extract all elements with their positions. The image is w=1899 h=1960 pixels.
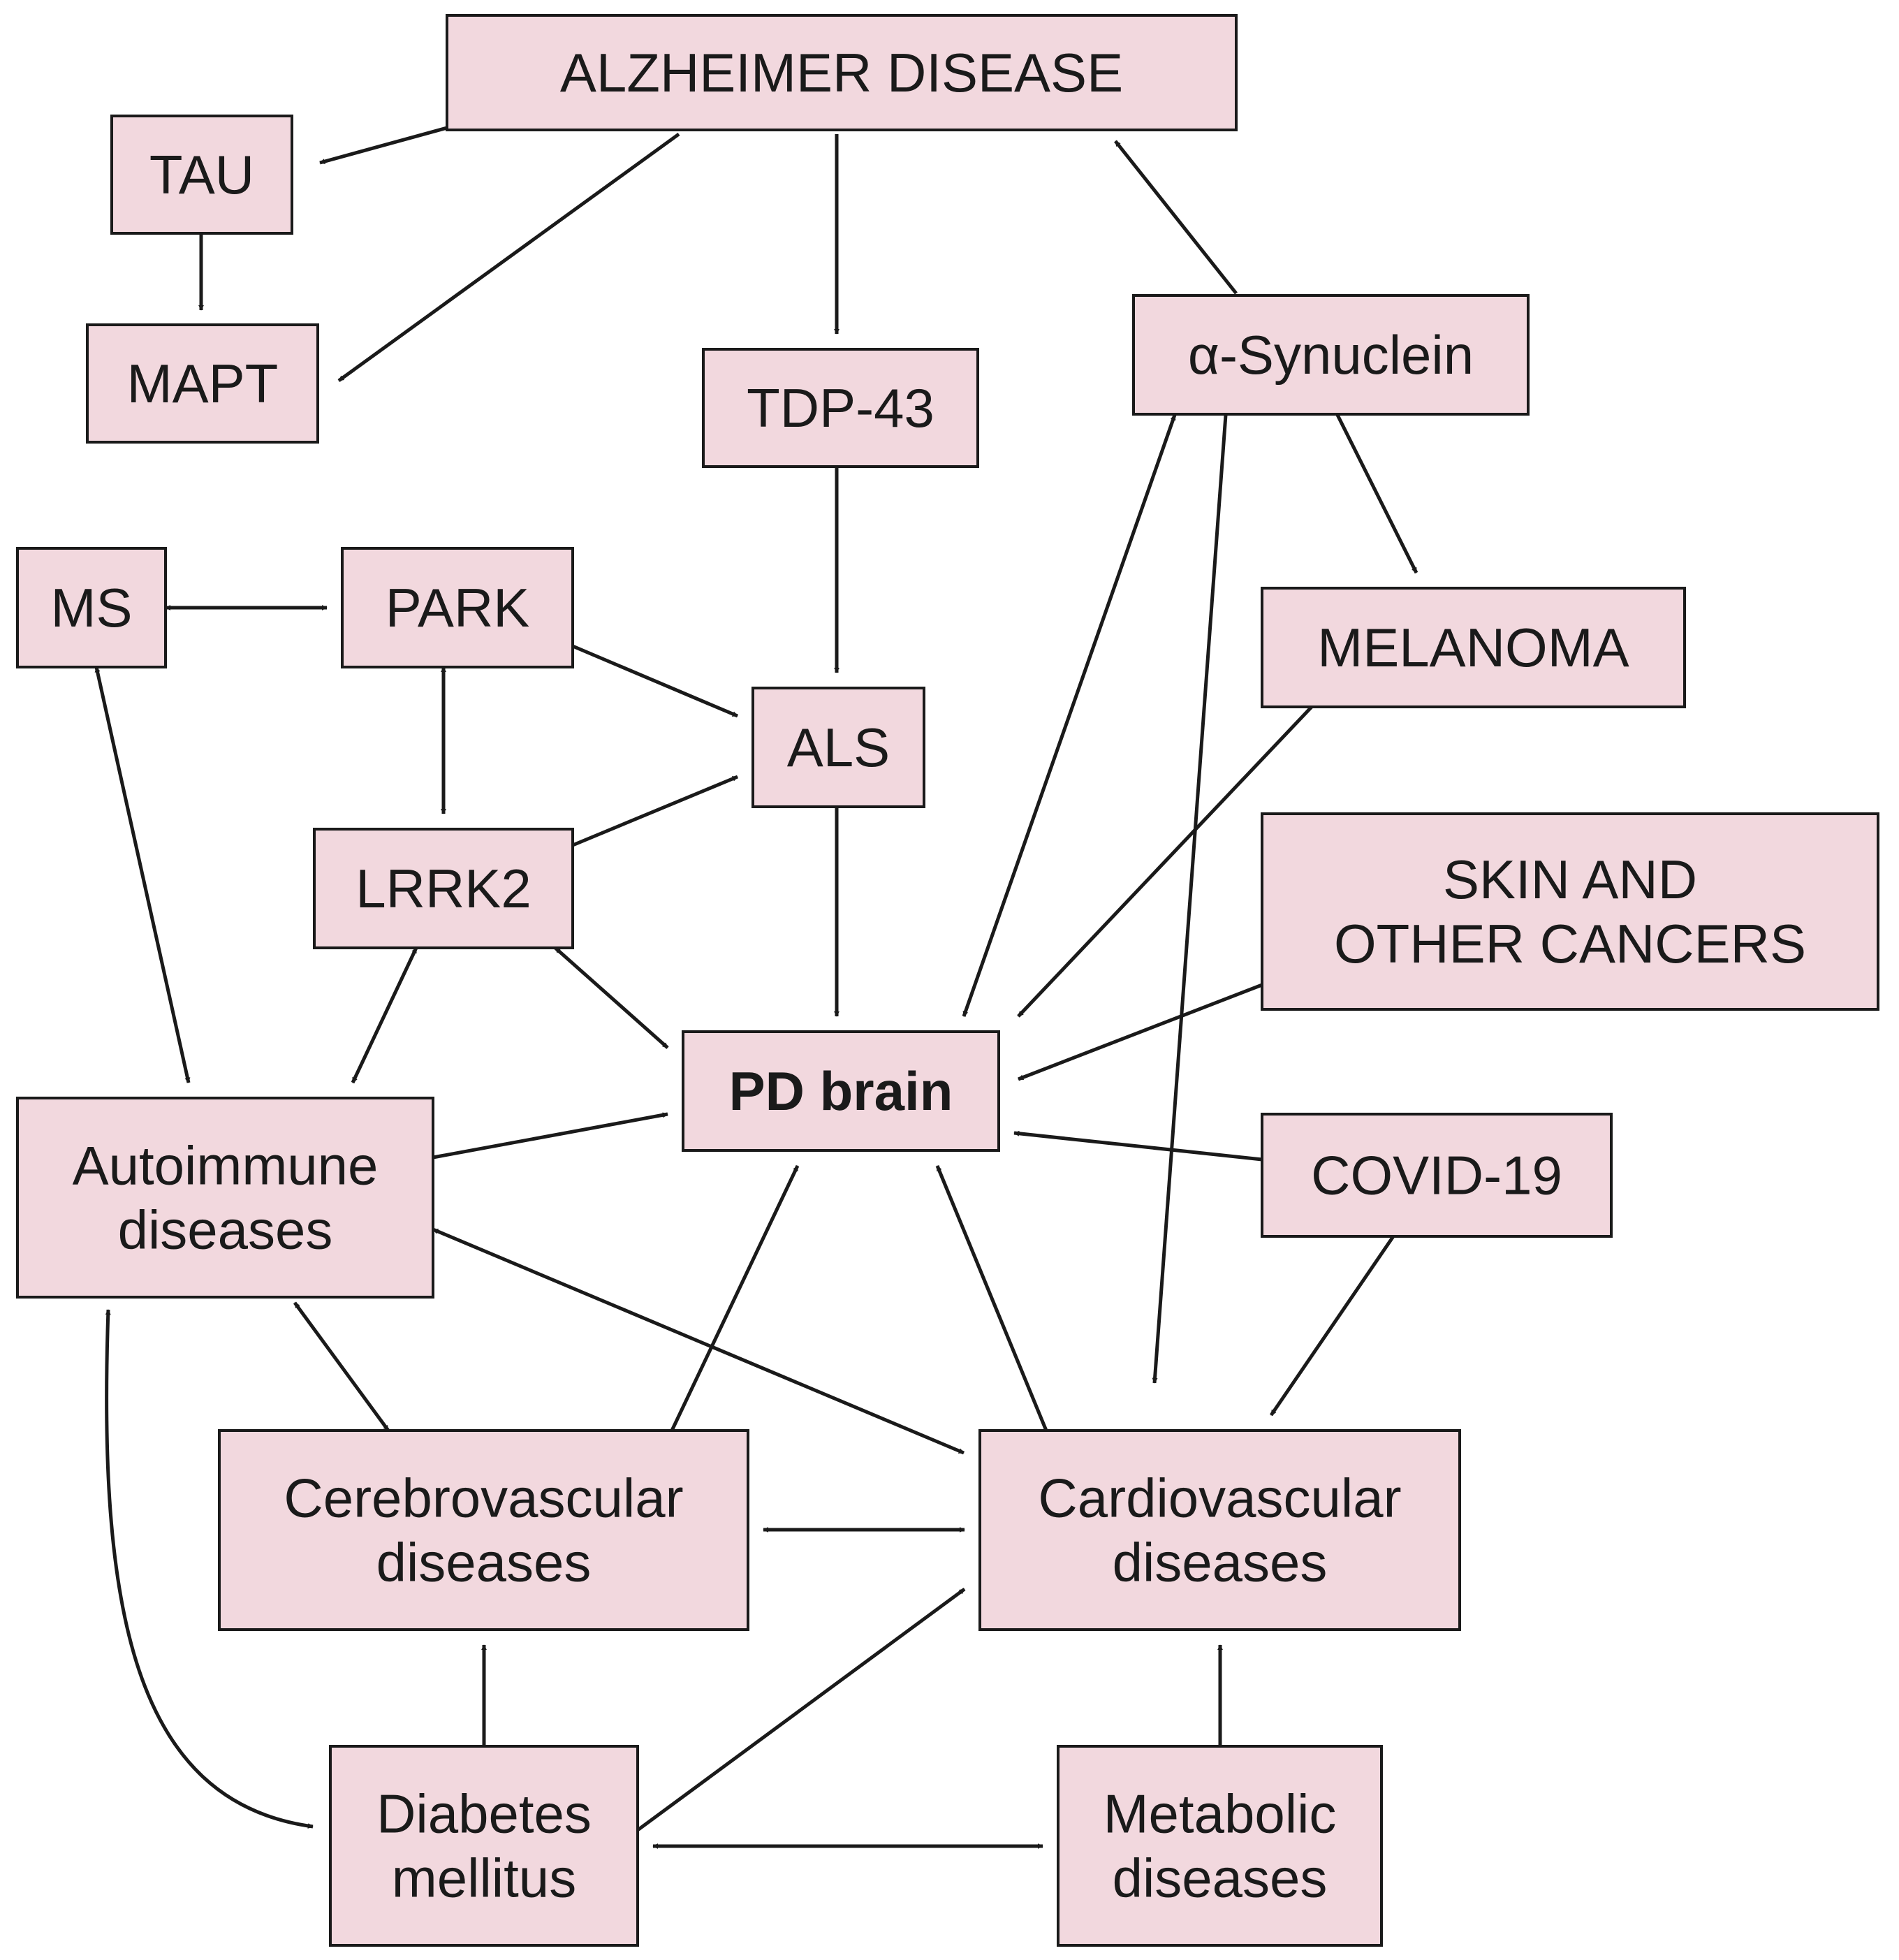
edge-autoimmune-to-cardio	[432, 1227, 965, 1455]
node-alzheimer-box	[446, 14, 1238, 131]
node-tdp43-label-1: TDP-43	[747, 377, 934, 439]
node-autoimmune-label-2: diseases	[118, 1199, 333, 1261]
node-tdp43-box	[702, 348, 979, 468]
node-mapt-box	[86, 323, 319, 444]
node-diabetes-label-2: mellitus	[392, 1848, 576, 1909]
node-synuclein-label-1: α-Synuclein	[1188, 324, 1474, 386]
node-als: ALS	[751, 687, 925, 808]
node-skin-label-2: OTHER CANCERS	[1334, 913, 1806, 974]
node-mapt-label-1: MAPT	[127, 353, 279, 414]
edge-covid-to-cardio	[1269, 1235, 1395, 1417]
edge-cerebro-to-pd	[670, 1164, 800, 1432]
edge-covid-to-pd	[1013, 1130, 1263, 1162]
node-ms-label-1: MS	[51, 577, 133, 638]
node-mapt: MAPT	[86, 323, 319, 444]
node-cardio-label-1: Cardiovascular	[1038, 1467, 1401, 1528]
node-cerebro-label-1: Cerebrovascular	[284, 1467, 683, 1528]
node-skin-label-1: SKIN AND	[1443, 849, 1697, 910]
edge-autoimmune-to-cerebro	[293, 1301, 390, 1432]
node-als-label-1: ALS	[787, 717, 890, 778]
edge-synuclein-to-melanoma	[1335, 414, 1418, 574]
edge-cardio-to-pd	[935, 1165, 1048, 1431]
nodes-layer: ALZHEIMER DISEASE TAU MAPT TDP-43 α-Synuclei…	[16, 14, 1879, 1947]
node-melanoma-box	[1261, 587, 1686, 708]
edge-skin-to-pd	[1018, 983, 1263, 1081]
edge-park-to-als	[572, 644, 738, 718]
node-ms: MS	[16, 547, 167, 668]
node-cardio-box	[978, 1429, 1461, 1631]
node-pd-label-1: PD brain	[729, 1060, 953, 1122]
edge-alzheimer-to-mapt	[337, 132, 680, 383]
node-metabolic-box	[1057, 1745, 1383, 1947]
node-melanoma: MELANOMA	[1261, 587, 1686, 708]
node-cardio-label-2: diseases	[1113, 1532, 1328, 1593]
edge-lrrk2-to-als	[572, 775, 738, 847]
node-alzheimer: ALZHEIMER DISEASE	[446, 14, 1238, 131]
node-als-box	[751, 687, 925, 808]
edge-melanoma-to-pd	[1017, 705, 1313, 1018]
edge-lrrk2-to-autoimmune	[351, 946, 418, 1084]
node-park: PARK	[341, 547, 574, 668]
node-tau: TAU	[110, 115, 293, 235]
node-covid-box	[1261, 1113, 1613, 1238]
edge-lrrk2-to-pd	[554, 946, 669, 1049]
edge-autoimmune-to-diabetes	[105, 1309, 314, 1829]
node-autoimmune-label-1: Autoimmune	[73, 1134, 379, 1196]
node-tau-box	[110, 115, 293, 235]
node-skin-box	[1261, 812, 1879, 1011]
edge-ms-to-autoimmune	[94, 666, 191, 1083]
node-lrrk2: LRRK2	[313, 828, 574, 949]
node-metabolic-label-2: diseases	[1113, 1848, 1328, 1909]
node-cerebro-box	[218, 1429, 749, 1631]
node-lrrk2-label-1: LRRK2	[355, 858, 531, 919]
node-synuclein: α-Synuclein	[1132, 294, 1530, 416]
edge-diabetes-to-cardio	[636, 1587, 966, 1832]
edge-alzheimer-to-tau	[319, 126, 448, 165]
node-diabetes-box	[329, 1745, 639, 1947]
node-alzheimer-label-1: ALZHEIMER DISEASE	[560, 42, 1123, 103]
node-park-box	[341, 547, 574, 668]
edge-autoimmune-to-pd	[432, 1112, 668, 1160]
node-ms-box	[16, 547, 167, 668]
node-cerebro-label-2: diseases	[376, 1532, 592, 1593]
node-lrrk2-box	[313, 828, 574, 949]
node-synuclein-box	[1132, 294, 1530, 416]
edge-synuclein-to-pd	[962, 414, 1177, 1017]
node-metabolic-label-1: Metabolic	[1104, 1783, 1337, 1844]
node-autoimmune-box	[16, 1097, 434, 1299]
node-park-label-1: PARK	[386, 577, 530, 638]
node-pd: PD brain	[682, 1030, 1000, 1152]
node-tau-label-1: TAU	[149, 144, 254, 205]
edge-synuclein-to-cardio	[1152, 414, 1228, 1384]
edges-layer	[94, 126, 1418, 1849]
node-covid: COVID-19	[1261, 1113, 1613, 1238]
node-melanoma-label-1: MELANOMA	[1317, 617, 1629, 678]
node-tdp43: TDP-43	[702, 348, 979, 468]
edge-synuclein-to-alzheimer	[1114, 140, 1238, 295]
node-covid-label-1: COVID-19	[1311, 1145, 1562, 1206]
node-pd-box	[682, 1030, 1000, 1152]
node-diabetes-label-1: Diabetes	[376, 1783, 592, 1844]
